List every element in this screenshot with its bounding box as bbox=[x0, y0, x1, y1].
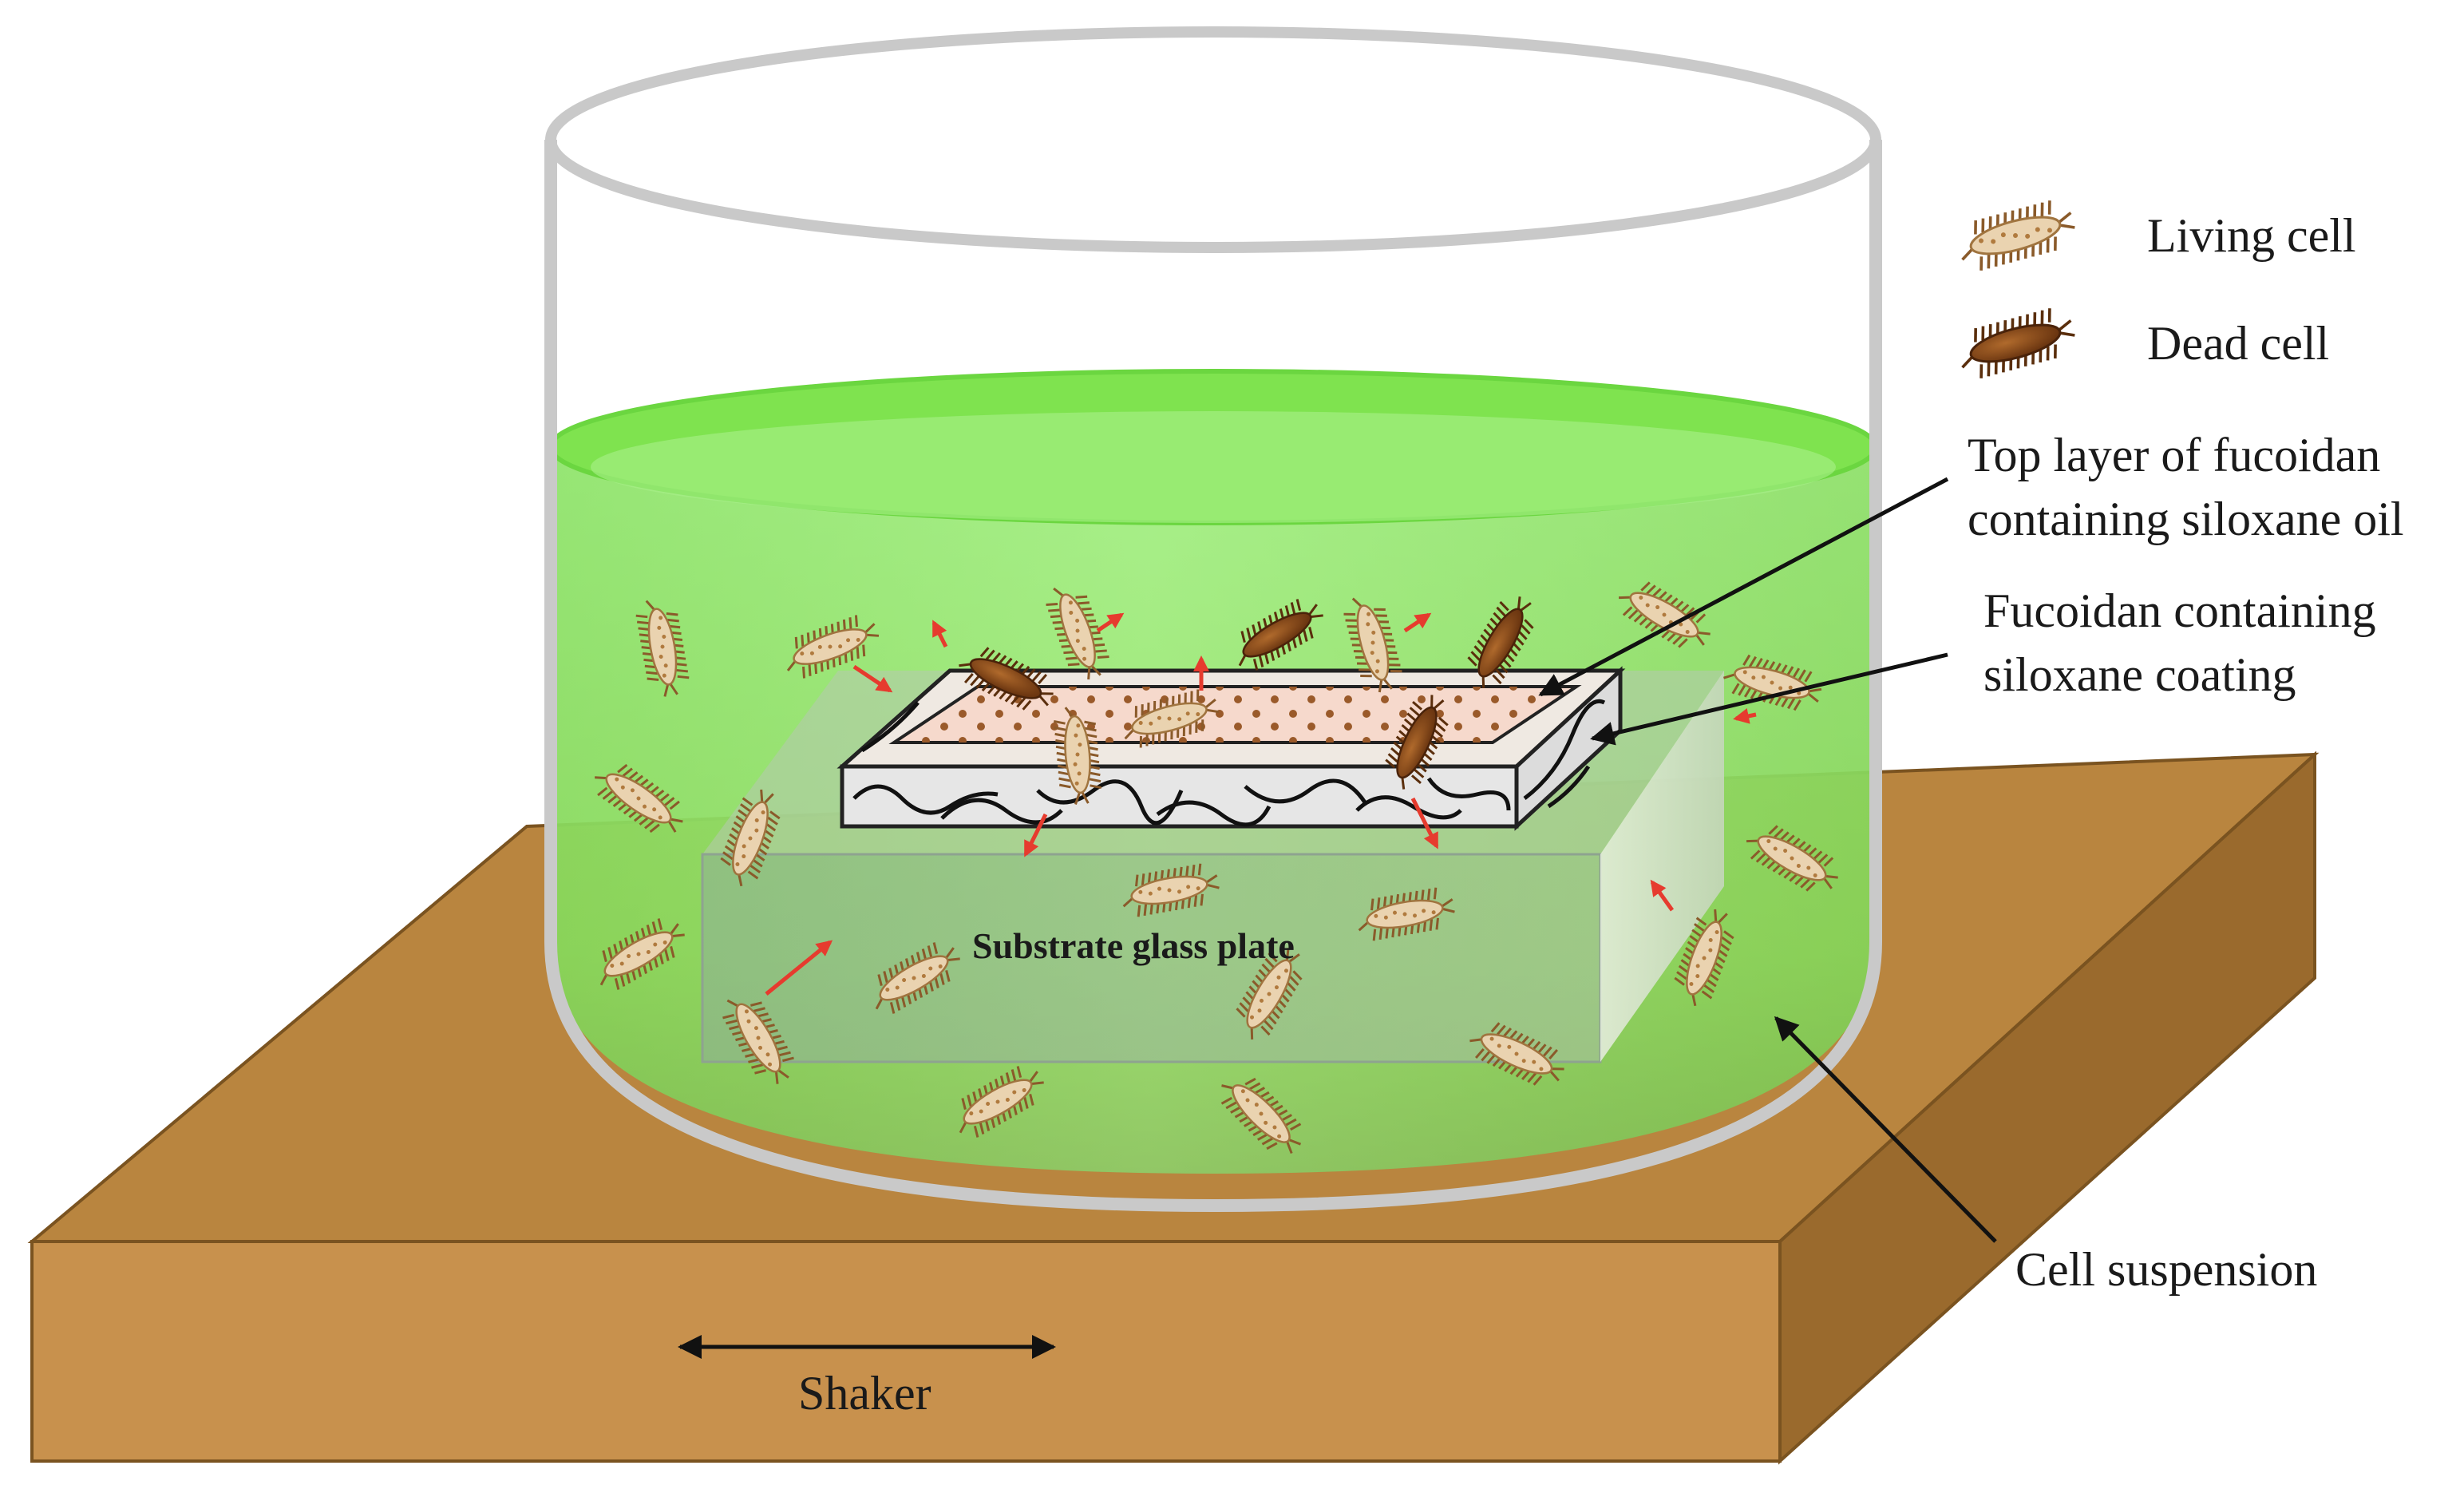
legend-living-cell-icon bbox=[1961, 200, 2075, 271]
legend-living-label: Living cell bbox=[2147, 209, 2356, 262]
living-cell bbox=[599, 918, 685, 990]
dead-cell bbox=[959, 647, 1054, 711]
substrate-label: Substrate glass plate bbox=[972, 925, 1295, 966]
dead-cell-icon bbox=[1961, 308, 2075, 378]
living-cell bbox=[786, 615, 880, 679]
living-cell bbox=[1236, 948, 1303, 1040]
shaker-side-face bbox=[1778, 750, 2316, 1465]
living-cell bbox=[595, 763, 683, 834]
dead-cell bbox=[1238, 599, 1323, 671]
top-layer-pointer bbox=[1538, 477, 1949, 697]
red-movement-arrow bbox=[1023, 813, 1048, 857]
red-movement-arrow bbox=[1096, 612, 1125, 633]
living-cell bbox=[1343, 597, 1402, 693]
red-movement-arrow bbox=[931, 620, 948, 648]
coating-label-line2: siloxane coating bbox=[1983, 648, 2296, 701]
red-movement-arrow bbox=[1650, 879, 1675, 912]
living-cell bbox=[1124, 689, 1220, 748]
living-cell bbox=[722, 999, 794, 1084]
top-layer-label-line2: containing siloxane oil bbox=[1968, 493, 2404, 545]
dead-cell bbox=[1467, 596, 1534, 689]
pointer-arrows bbox=[678, 477, 1997, 1359]
beaker-rim bbox=[545, 26, 1881, 253]
living-cell-icon bbox=[1961, 200, 2075, 271]
living-cell bbox=[1674, 909, 1734, 1007]
living-cell bbox=[1358, 887, 1455, 941]
shaker-label: Shaker bbox=[798, 1367, 931, 1420]
living-cell bbox=[875, 942, 960, 1014]
living-cell bbox=[1046, 587, 1109, 680]
cells-layer bbox=[595, 581, 1838, 1154]
fucoidan-siloxane-coating bbox=[836, 666, 1626, 831]
suspension-pointer bbox=[1774, 1016, 1997, 1243]
living-cell bbox=[1053, 707, 1102, 805]
living-cell bbox=[1469, 1022, 1564, 1086]
dead-cell bbox=[1385, 695, 1449, 790]
legend-dead-cell-icon bbox=[1961, 308, 2075, 378]
coating-label-line1: Fucoidan containing bbox=[1983, 584, 2376, 637]
red-movement-arrow bbox=[1403, 612, 1432, 633]
movement-arrows bbox=[765, 612, 1757, 996]
living-cell bbox=[635, 600, 690, 697]
legend: Living cell Dead cell bbox=[1961, 200, 2356, 378]
top-layer-label-line1: Top layer of fucoidan bbox=[1968, 429, 2380, 481]
red-movement-arrow bbox=[765, 940, 833, 996]
beaker-wall bbox=[544, 140, 1882, 1213]
living-cell bbox=[1746, 825, 1838, 892]
red-movement-arrow bbox=[1733, 708, 1757, 724]
cell-suspension-label: Cell suspension bbox=[2015, 1243, 2317, 1296]
legend-dead-label: Dead cell bbox=[2147, 317, 2329, 370]
living-cell bbox=[1723, 654, 1822, 711]
shaker-front-face bbox=[30, 1240, 1782, 1463]
red-movement-arrow bbox=[852, 664, 893, 693]
living-cell bbox=[1220, 1077, 1302, 1154]
living-cell bbox=[1122, 863, 1220, 917]
coating-pointer bbox=[1590, 652, 1948, 746]
red-movement-arrow bbox=[1410, 797, 1439, 849]
living-cell bbox=[959, 1066, 1044, 1138]
living-cell bbox=[720, 789, 781, 887]
